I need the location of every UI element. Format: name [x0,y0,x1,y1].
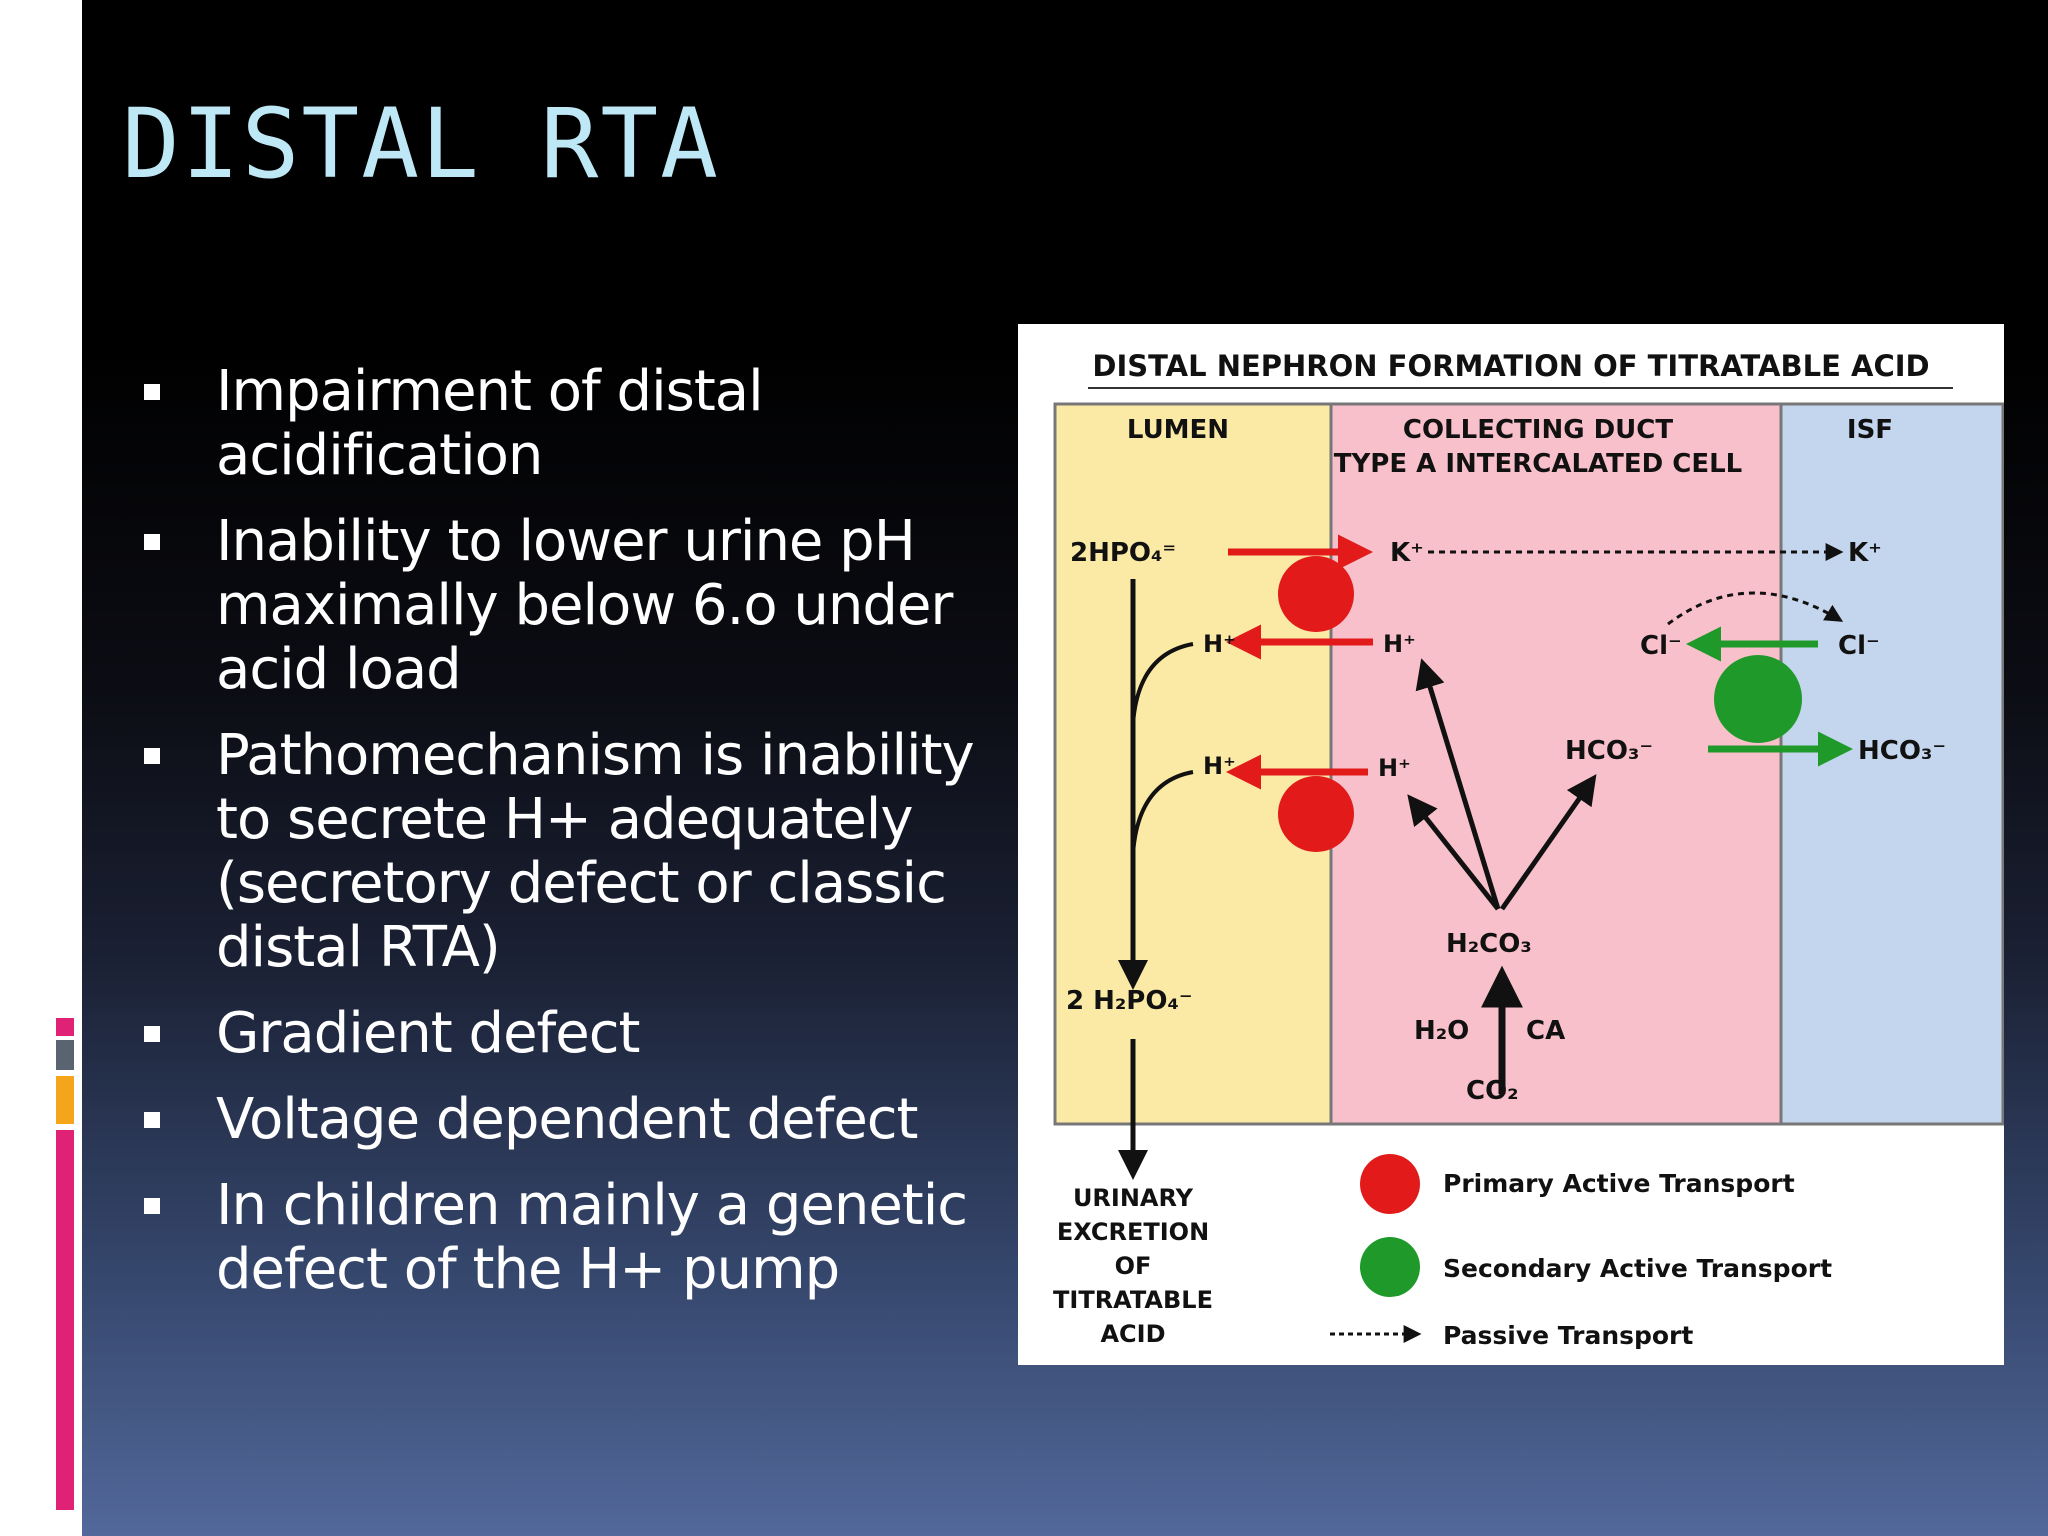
legend-secondary-label: Secondary Active Transport [1443,1254,1832,1283]
bullet-square-icon [144,1112,160,1128]
bullet-item: Pathomechanism is inability to secrete H… [140,724,1020,980]
h2co3-to-h-arrow-2 [1407,794,1500,911]
bullet-text: Gradient defect [216,1001,640,1066]
lumen-h-curve-2 [1131,770,1194,855]
legend-primary-label: Primary Active Transport [1443,1169,1795,1198]
diagram-title: DISTAL NEPHRON FORMATION OF TITRATABLE A… [1092,349,1929,383]
h-cell-label-2: H⁺ [1378,754,1411,782]
accent-bar-gray-2 [56,1040,74,1070]
bullet-square-icon [144,1198,160,1214]
h2o-label: H₂O [1414,1016,1469,1046]
bullet-text: In children mainly a genetic defect of t… [216,1173,968,1302]
ca-label: CA [1526,1016,1565,1046]
h2co3-to-h-arrow-1 [1415,658,1501,910]
lumen-region [1053,402,1333,1126]
bullet-text: Impairment of distal acidification [216,359,764,488]
accent-bar-orange [56,1076,74,1124]
primary-pump-1 [1278,556,1354,632]
bullet-square-icon [144,1026,160,1042]
h2po4-label: 2 H₂PO₄⁻ [1066,986,1193,1016]
title-decoration [48,100,78,240]
isf-header: ISF [1847,415,1893,445]
accent-bar-gray [56,1018,74,1036]
bullet-text: Pathomechanism is inability to secrete H… [216,723,975,980]
bullet-square-icon [144,384,160,400]
primary-pump-2 [1278,776,1354,852]
duct-header-line1: COLLECTING DUCT [1403,415,1673,445]
duct-header-line2: TYPE A INTERCALATED CELL [1334,449,1743,479]
bullet-text: Voltage dependent defect [216,1087,919,1152]
collecting-duct-region [1329,402,1783,1126]
urinary-line-1: URINARY [1073,1184,1194,1212]
bullet-square-icon [144,534,160,550]
cl-passive-curve [1667,591,1844,626]
bullet-text: Inability to lower urine pH maximally be… [216,509,953,702]
lumen-header: LUMEN [1127,415,1229,445]
legend-passive-label: Passive Transport [1443,1321,1693,1350]
secondary-pump [1714,655,1802,743]
cl-cell-label: Cl⁻ [1640,631,1682,661]
legend-primary-icon [1360,1154,1420,1214]
left-accent-strip [0,0,82,1536]
urinary-line-3: OF [1115,1252,1152,1280]
bullet-item: Gradient defect [140,1002,1020,1066]
k-cell-label: K⁺ [1390,538,1424,568]
legend-secondary-icon [1360,1237,1420,1297]
bullet-list: Impairment of distal acidification Inabi… [140,360,1020,1324]
cl-isf-label: Cl⁻ [1838,631,1880,661]
h2co3-to-hco3-arrow [1499,774,1597,911]
h-cell-label-1: H⁺ [1383,630,1416,658]
urinary-line-2: EXCRETION [1057,1218,1209,1246]
h-lumen-label-1: H⁺ [1203,630,1236,658]
hco3-isf-label: HCO₃⁻ [1858,736,1946,766]
bullet-item: Voltage dependent defect [140,1088,1020,1152]
urinary-line-4: TITRATABLE [1053,1286,1213,1314]
h-lumen-label-2: H⁺ [1203,752,1236,780]
accent-bar-pink [56,1130,74,1510]
co2-label: CO₂ [1466,1076,1519,1106]
nephron-diagram: DISTAL NEPHRON FORMATION OF TITRATABLE A… [1018,324,2004,1365]
k-isf-label: K⁺ [1848,538,1882,568]
h2co3-label: H₂CO₃ [1446,929,1532,959]
bullet-item: Inability to lower urine pH maximally be… [140,510,1020,702]
nephron-diagram-svg: DISTAL NEPHRON FORMATION OF TITRATABLE A… [1053,349,2004,1350]
bullet-item: Impairment of distal acidification [140,360,1020,488]
urinary-line-5: ACID [1100,1320,1165,1348]
bullet-square-icon [144,748,160,764]
lumen-h-curve-1 [1131,642,1194,725]
bullet-item: In children mainly a genetic defect of t… [140,1174,1020,1302]
hpo4-label: 2HPO₄⁼ [1070,538,1176,568]
slide-title: DISTAL RTA [122,88,720,200]
hco3-cell-label: HCO₃⁻ [1565,736,1653,766]
